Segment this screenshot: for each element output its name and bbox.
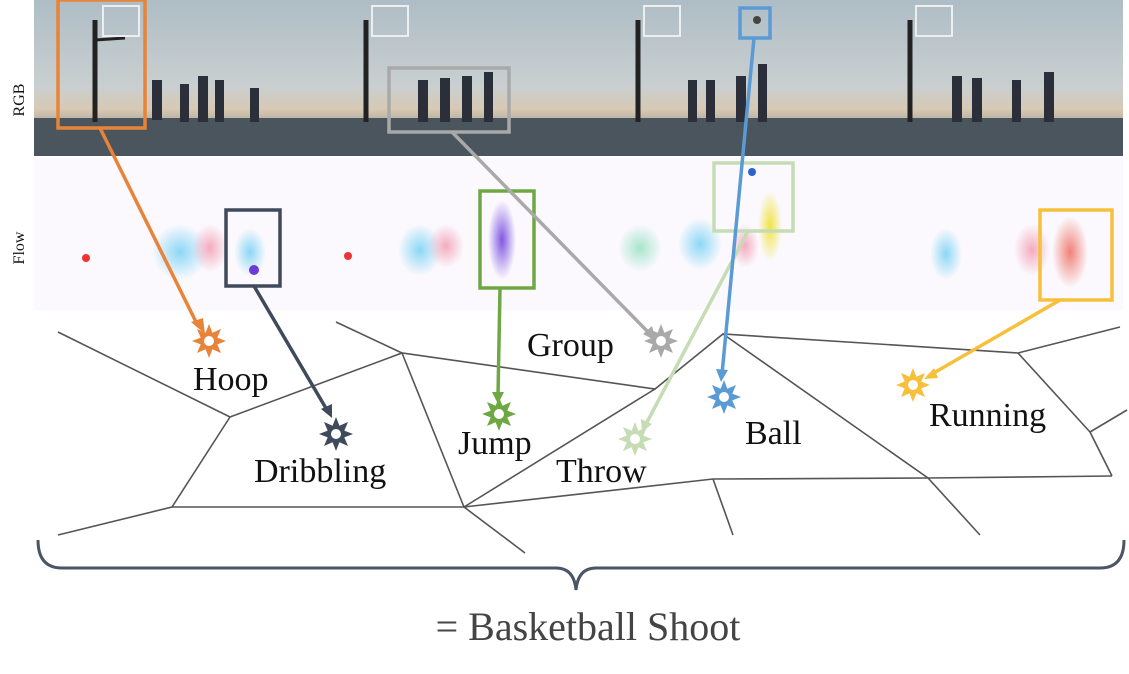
- jump-region-box: [478, 189, 536, 290]
- concept-label-group: Group: [527, 327, 614, 364]
- dribbling-region-box: [224, 208, 282, 288]
- flow-frame-3: [618, 168, 782, 272]
- throw-region-box: [712, 161, 795, 233]
- rgb-frame-2: [305, 0, 577, 156]
- star-marker-center-group: [656, 336, 666, 346]
- concept-markers: [192, 324, 930, 456]
- concept-label-hoop: Hoop: [193, 361, 269, 398]
- concept-label-running: Running: [929, 397, 1046, 434]
- flow-frame-2: [344, 200, 516, 280]
- star-marker-center-running: [908, 380, 918, 390]
- grouping-brace: [36, 539, 1126, 591]
- star-marker-center-throw: [630, 434, 640, 444]
- flow-frame-1: [82, 224, 266, 280]
- rgb-frame-4: [849, 0, 1123, 156]
- group-region-box: [387, 66, 511, 134]
- rgb-frame-1: [34, 0, 305, 156]
- running-region-box: [1038, 208, 1114, 302]
- rgb-frames: [34, 0, 1123, 156]
- concept-label-dribbling: Dribbling: [254, 453, 386, 490]
- flow-row-label: Flow: [11, 231, 28, 264]
- connectors: [56, 0, 1114, 432]
- rgb-frame-3: [577, 0, 849, 156]
- result-caption: = Basketball Shoot: [436, 604, 741, 649]
- star-marker-center-ball: [719, 392, 729, 402]
- flow-frames: [34, 158, 1123, 310]
- star-marker-center-jump: [494, 409, 504, 419]
- star-marker-center-dribbling: [331, 429, 341, 439]
- concept-label-jump: Jump: [458, 425, 532, 462]
- ball-region-box: [738, 6, 772, 40]
- rgb-row-label: RGB: [11, 84, 28, 117]
- voronoi-partition: [57, 321, 1128, 554]
- star-marker-center-hoop: [204, 336, 214, 346]
- concept-label-ball: Ball: [745, 415, 802, 452]
- concept-label-throw: Throw: [556, 453, 647, 490]
